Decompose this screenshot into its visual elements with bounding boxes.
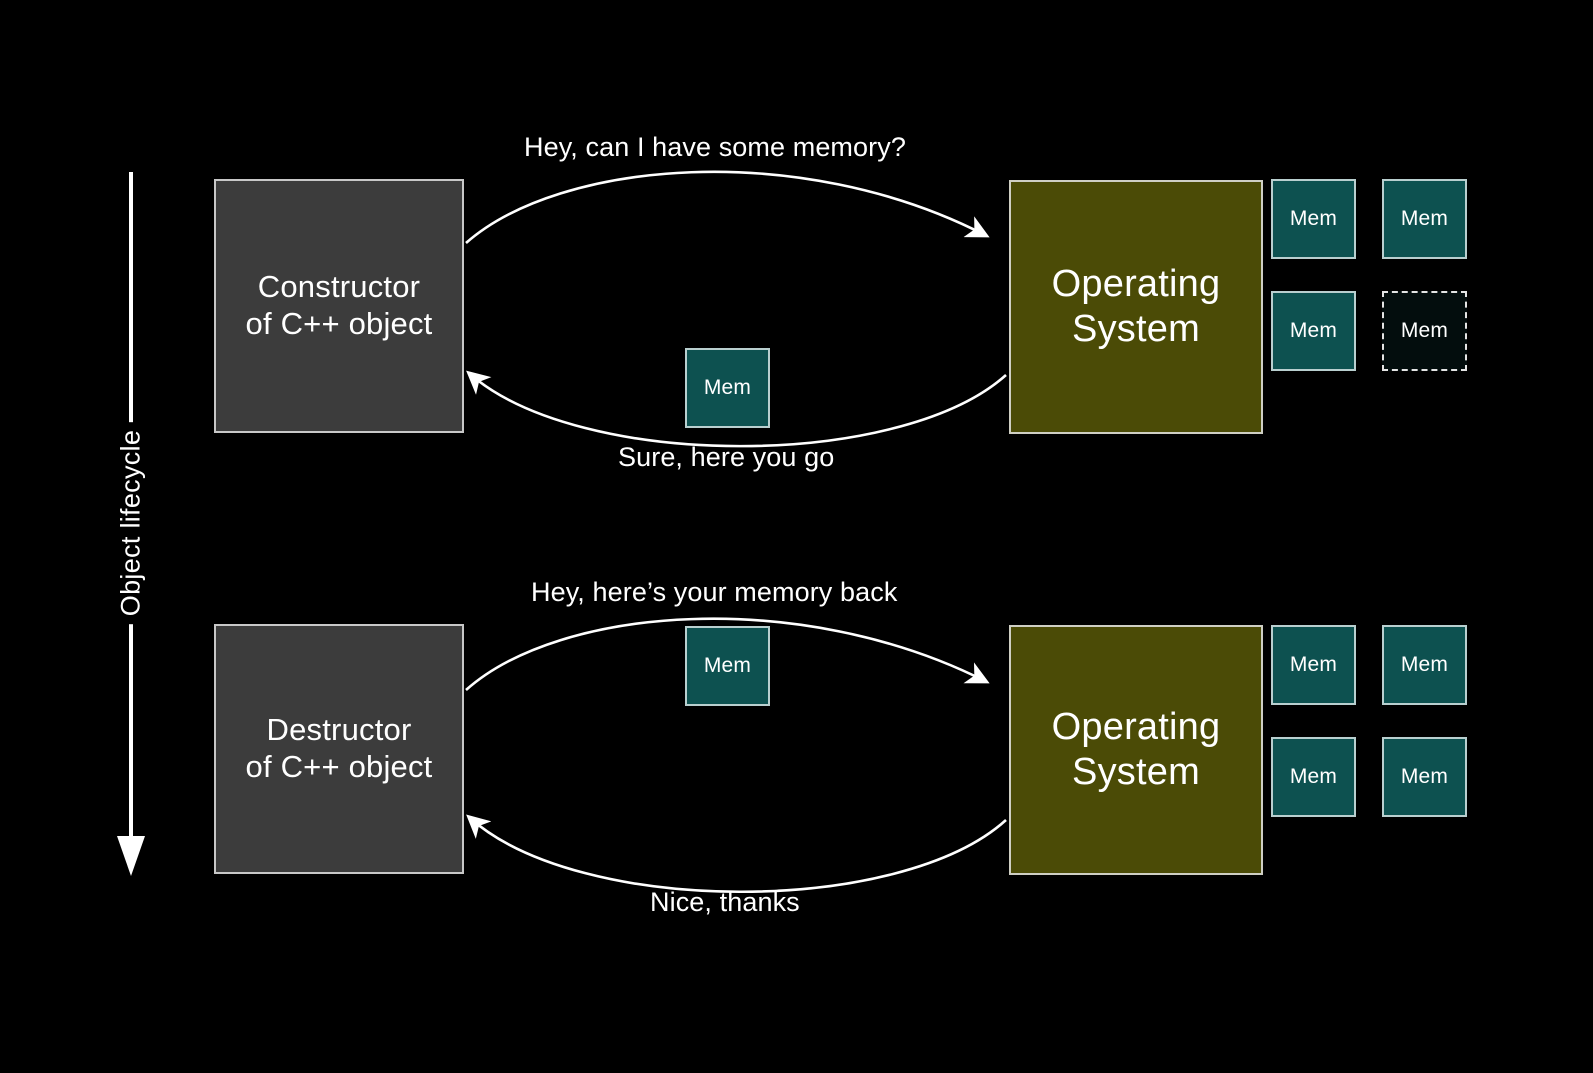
transit-memory-block-label: Mem [703,653,752,677]
memory-pool-block[interactable]: Mem [1271,737,1356,817]
memory-pool-block-label: Mem [1400,764,1449,788]
memory-pool-block-allocated-away[interactable]: Mem [1382,291,1467,371]
object-lifecycle-axis: Object lifecycle [92,168,170,878]
constructor-node[interactable]: Constructor of C++ object [214,179,464,433]
operating-system-node-top-label: Operating System [1051,263,1221,350]
memory-pool-block-label: Mem [1289,652,1338,676]
object-lifecycle-label: Object lifecycle [115,421,147,625]
edge-label-request: Hey, can I have some memory? [524,132,906,162]
operating-system-node-top[interactable]: Operating System [1009,180,1263,434]
edge-request-arrow [465,170,990,244]
edge-label-ack: Nice, thanks [650,887,800,917]
transit-memory-block[interactable]: Mem [685,348,770,428]
memory-pool-block-label: Mem [1400,652,1449,676]
edge-ack-arrow [466,814,1007,893]
memory-pool-block-label: Mem [1289,318,1338,342]
memory-pool-block-label: Mem [1400,318,1449,342]
memory-pool-block-label: Mem [1289,764,1338,788]
memory-pool-block[interactable]: Mem [1271,179,1356,259]
memory-pool-block[interactable]: Mem [1382,179,1467,259]
memory-pool-block-label: Mem [1400,206,1449,230]
destructor-node-label: Destructor of C++ object [245,712,433,784]
transit-memory-block-label: Mem [703,375,752,399]
edge-label-grant: Sure, here you go [618,442,835,472]
destructor-node[interactable]: Destructor of C++ object [214,624,464,874]
memory-pool-block[interactable]: Mem [1382,737,1467,817]
memory-pool-block-label: Mem [1289,206,1338,230]
memory-pool-block[interactable]: Mem [1271,625,1356,705]
transit-memory-block[interactable]: Mem [685,626,770,706]
constructor-node-label: Constructor of C++ object [245,269,433,341]
operating-system-node-bottom[interactable]: Operating System [1009,625,1263,875]
memory-pool-block[interactable]: Mem [1271,291,1356,371]
operating-system-node-bottom-label: Operating System [1051,706,1221,793]
edge-label-release: Hey, here’s your memory back [531,577,898,607]
memory-pool-block[interactable]: Mem [1382,625,1467,705]
